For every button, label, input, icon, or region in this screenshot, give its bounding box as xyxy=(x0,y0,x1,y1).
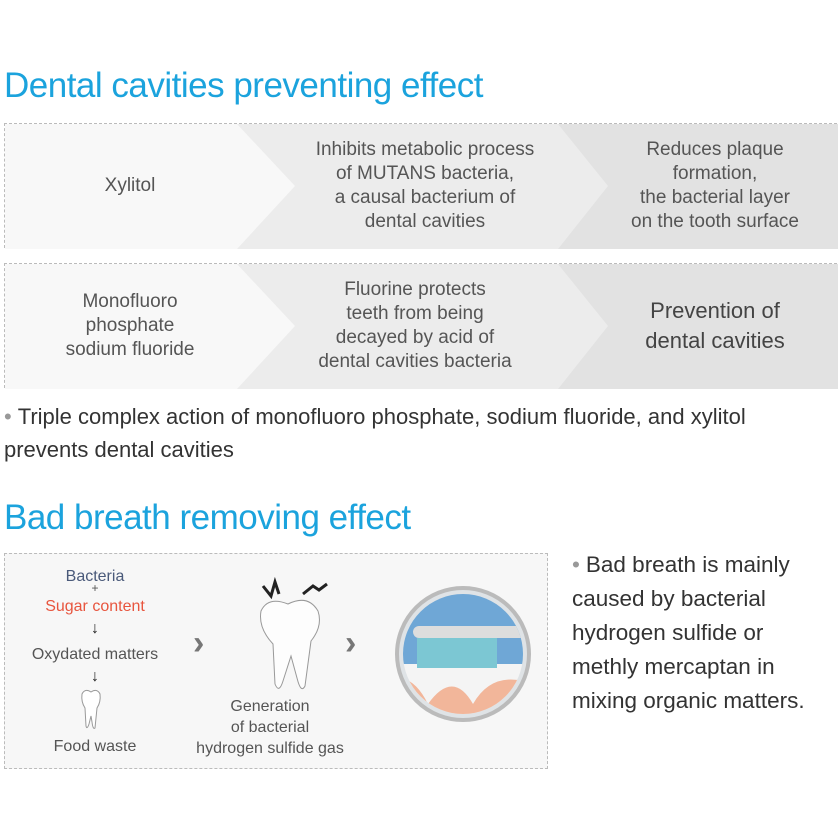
process-row-xylitol: Xylitol Inhibits metabolic process of MU… xyxy=(4,123,838,249)
label-bacteria: Bacteria xyxy=(65,568,125,585)
bad-breath-diagram: Bacteria + Sugar content ↓ Oxydated matt… xyxy=(4,553,548,769)
plus-sign: + xyxy=(91,581,99,595)
section-title-cavities: Dental cavities preventing effect xyxy=(4,66,483,105)
result: Prevention of dental cavities xyxy=(645,297,785,353)
tooth-bacteria-icon xyxy=(260,576,328,690)
arrow-down-icon: ↓ xyxy=(91,620,99,637)
note-text: Bad breath is mainly caused by bacterial… xyxy=(572,552,805,713)
toothbrush-cleaning-icon xyxy=(395,586,531,722)
chevron-background xyxy=(5,264,838,389)
mechanism: Inhibits metabolic process of MUTANS bac… xyxy=(315,138,535,232)
label-oxydated: Oxydated matters xyxy=(31,646,159,663)
process-row-fluoride: Monofluoro phosphate sodium fluoride Flu… xyxy=(4,263,838,389)
chevron-right-icon: › xyxy=(193,624,205,662)
note-bad-breath: •Bad breath is mainly caused by bacteria… xyxy=(572,552,805,713)
note-cavities: •Triple complex action of monofluoro pho… xyxy=(4,404,746,462)
result: Reduces plaque formation, the bacterial … xyxy=(631,138,799,232)
section-title-bad-breath: Bad breath removing effect xyxy=(4,498,411,537)
label-generation: Generation of bacterial hydrogen sulfide… xyxy=(196,698,344,757)
chevron-background xyxy=(5,124,838,249)
label-sugar: Sugar content xyxy=(45,598,145,615)
ingredient: Monofluoro phosphate sodium fluoride xyxy=(65,290,195,360)
ingredient: Xylitol xyxy=(104,174,156,196)
tooth-icon xyxy=(81,689,101,729)
chevron-right-icon: › xyxy=(345,624,357,662)
note-text: Triple complex action of monofluoro phos… xyxy=(4,404,746,462)
arrow-down-icon: ↓ xyxy=(91,668,99,685)
mechanism: Fluorine protects teeth from being decay… xyxy=(318,278,512,372)
label-food-waste: Food waste xyxy=(53,738,137,755)
